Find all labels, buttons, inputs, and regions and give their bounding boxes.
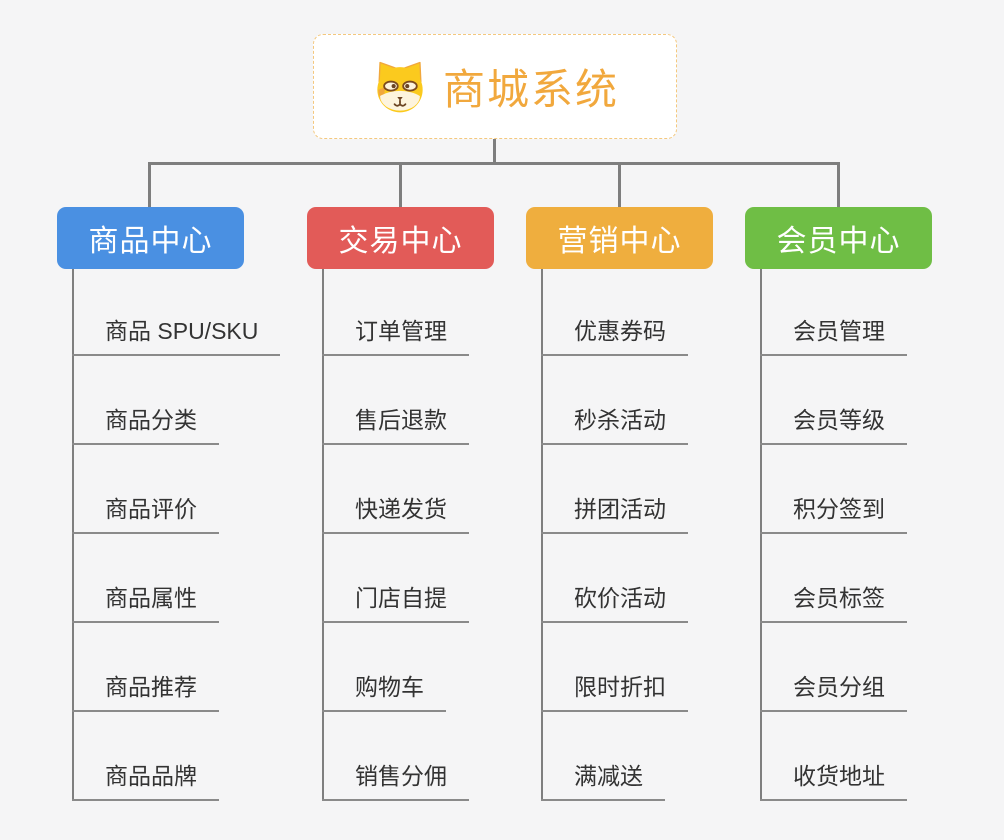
leaf-node[interactable]: 门店自提 bbox=[322, 584, 469, 623]
leaf-node[interactable]: 收货地址 bbox=[760, 762, 907, 801]
leaf-node[interactable]: 满减送 bbox=[541, 762, 665, 801]
connector-drop-2 bbox=[399, 162, 402, 208]
branch-connector-line bbox=[541, 269, 543, 799]
connector-drop-3 bbox=[618, 162, 621, 208]
branch-node-marketing-center[interactable]: 营销中心 bbox=[526, 207, 713, 269]
branch-connector-line bbox=[72, 269, 74, 799]
connector-trunk-vertical bbox=[493, 139, 496, 165]
root-node[interactable]: 商城系统 bbox=[313, 34, 677, 139]
leaf-node[interactable]: 订单管理 bbox=[322, 317, 469, 356]
leaf-node[interactable]: 商品分类 bbox=[72, 406, 219, 445]
leaf-node[interactable]: 商品 SPU/SKU bbox=[72, 317, 281, 356]
leaf-node[interactable]: 商品属性 bbox=[72, 584, 219, 623]
branch-node-member-center[interactable]: 会员中心 bbox=[745, 207, 932, 269]
leaf-node[interactable]: 会员分组 bbox=[760, 673, 907, 712]
leaf-node[interactable]: 优惠券码 bbox=[541, 317, 688, 356]
leaf-node[interactable]: 售后退款 bbox=[322, 406, 469, 445]
leaf-node[interactable]: 商品品牌 bbox=[72, 762, 219, 801]
leaf-node[interactable]: 秒杀活动 bbox=[541, 406, 688, 445]
leaf-node[interactable]: 限时折扣 bbox=[541, 673, 688, 712]
leaf-node[interactable]: 会员标签 bbox=[760, 584, 907, 623]
connector-trunk-horizontal bbox=[148, 162, 840, 165]
leaf-node[interactable]: 快递发货 bbox=[322, 495, 469, 534]
connector-drop-4 bbox=[837, 162, 840, 208]
leaf-node[interactable]: 销售分佣 bbox=[322, 762, 469, 801]
leaf-node[interactable]: 砍价活动 bbox=[541, 584, 688, 623]
leaf-node[interactable]: 购物车 bbox=[322, 673, 446, 712]
leaf-node[interactable]: 商品推荐 bbox=[72, 673, 219, 712]
branch-member-center: 会员中心 会员管理 会员等级 积分签到 会员标签 会员分组 收货地址 bbox=[745, 207, 995, 801]
leaf-node[interactable]: 会员管理 bbox=[760, 317, 907, 356]
leaf-node[interactable]: 积分签到 bbox=[760, 495, 907, 534]
leaf-node[interactable]: 商品评价 bbox=[72, 495, 219, 534]
branch-connector-line bbox=[760, 269, 762, 799]
root-title: 商城系统 bbox=[442, 66, 619, 113]
connector-drop-1 bbox=[148, 162, 151, 208]
branch-connector-line bbox=[322, 269, 324, 799]
branch-node-product-center[interactable]: 商品中心 bbox=[57, 207, 244, 269]
leaf-node[interactable]: 拼团活动 bbox=[541, 495, 688, 534]
dog-face-icon bbox=[377, 61, 423, 112]
branch-node-trade-center[interactable]: 交易中心 bbox=[307, 207, 494, 269]
leaf-node[interactable]: 会员等级 bbox=[760, 406, 907, 445]
branch-trade-center: 交易中心 订单管理 售后退款 快递发货 门店自提 购物车 销售分佣 bbox=[307, 207, 557, 801]
branch-product-center: 商品中心 商品 SPU/SKU 商品分类 商品评价 商品属性 商品推荐 商品品牌 bbox=[57, 207, 307, 801]
branch-marketing-center: 营销中心 优惠券码 秒杀活动 拼团活动 砍价活动 限时折扣 满减送 bbox=[526, 207, 776, 801]
